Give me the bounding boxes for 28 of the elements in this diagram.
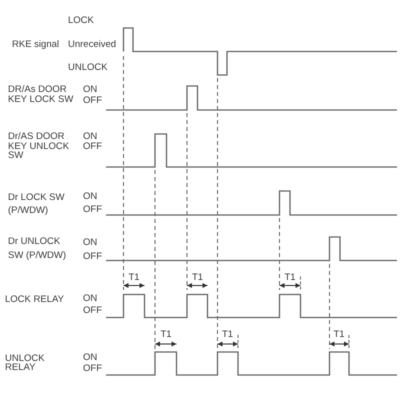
time-label: T1 [333,330,345,340]
signal-name: DR/As DOOR KEY LOCK SW [8,84,74,106]
state-label: ON [83,85,98,95]
signal-name: Dr UNLOCK SW (P/WDW) [8,235,68,263]
state-label: ON [83,353,98,363]
signal-name: RKE signal [12,40,59,50]
state-label: OFF [83,364,102,374]
time-label: T1 [222,330,234,340]
time-label: T1 [160,330,172,340]
signal-name: UNLOCK RELAY [5,354,46,372]
state-label: ON [83,238,98,248]
state-label: UNLOCK [68,63,108,73]
state-label: OFF [83,96,102,106]
state-label: Unreceived [68,40,116,50]
state-label: OFF [83,252,102,262]
signal-name: Dr/AS DOOR KEY UNLOCK SW [8,132,70,161]
time-label: T1 [128,273,140,283]
state-label: OFF [83,205,102,215]
signal-name: Dr LOCK SW (P/WDW) [8,190,66,216]
state-label: OFF [83,306,102,316]
state-label: ON [83,192,98,202]
signal-name: LOCK RELAY [5,295,64,305]
state-label: LOCK [68,16,94,26]
state-label: ON [83,294,98,304]
state-label: ON [83,132,98,142]
time-label: T1 [192,273,204,283]
time-label: T1 [284,273,296,283]
state-label: OFF [83,142,102,152]
